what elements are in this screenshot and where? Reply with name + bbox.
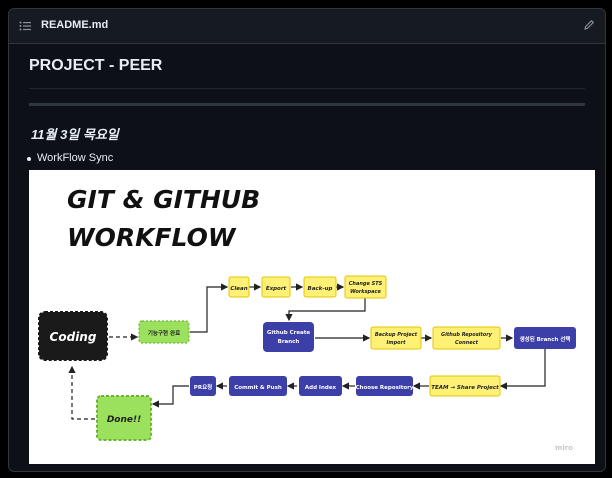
- title-divider: [29, 88, 585, 89]
- workflow-svg: GIT & GITHUB WORKFLOW: [38, 185, 576, 452]
- node-add-index: Add Index: [299, 376, 342, 396]
- file-header: README.md: [9, 9, 605, 44]
- node-add-index-label: Add Index: [305, 385, 337, 391]
- connectors: [68, 283, 546, 420]
- node-pr-request: PR요청: [190, 376, 216, 396]
- node-clean-label: Clean: [230, 286, 247, 292]
- arrow-change-create: [285, 298, 366, 322]
- node-choose-repo-label: Choose Repository: [356, 385, 414, 391]
- node-github-repo-label-2: Connect: [455, 340, 479, 346]
- node-backup: Back-up: [303, 276, 337, 298]
- node-github-create-label-1: Github Create: [267, 330, 311, 336]
- node-github-create: Github Create Branch: [263, 322, 314, 352]
- arrow-done-coding: [68, 365, 95, 420]
- node-done: Done!!: [96, 395, 152, 441]
- node-pr-request-label: PR요청: [194, 383, 212, 391]
- node-change-sts-label-2: Workspace: [350, 289, 381, 295]
- node-coding-label: Coding: [50, 330, 97, 344]
- workflow-diagram: GIT & GITHUB WORKFLOW: [29, 170, 595, 464]
- node-backup-import-label-1: Backup Project: [375, 332, 418, 338]
- readme-panel: README.md PROJECT - PEER 11월 3일 목요일 Work…: [8, 8, 606, 472]
- node-coding: Coding: [38, 311, 108, 361]
- list-icon[interactable]: [19, 20, 31, 32]
- node-export: Export: [261, 276, 291, 298]
- diagram-title-line1: GIT & GITHUB: [67, 185, 260, 214]
- node-team-share: TEAM → Share Project: [429, 375, 501, 397]
- node-feature: 기능구현 완료: [138, 320, 190, 344]
- node-backup-label: Back-up: [308, 286, 333, 292]
- node-backup-import-label-2: Import: [387, 340, 407, 346]
- date-heading: 11월 3일 목요일: [31, 127, 119, 142]
- arrow-pr-done: [151, 385, 189, 408]
- node-backup-import: Backup Project Import: [370, 326, 422, 350]
- list-item: WorkFlow Sync: [26, 152, 114, 164]
- node-commit-push-label: Commit & Push: [234, 385, 282, 391]
- node-select-branch: 생성된 Branch 선택: [514, 327, 576, 349]
- arrow-feature-clean: [190, 283, 229, 333]
- node-team-share-label: TEAM → Share Project: [431, 385, 499, 391]
- page-title: PROJECT - PEER: [29, 57, 163, 74]
- node-choose-repo: Choose Repository: [356, 376, 414, 396]
- horizontal-rule: [29, 103, 585, 106]
- miro-watermark: miro: [555, 444, 573, 452]
- arrow-select-team: [499, 349, 546, 390]
- diagram-title-line2: WORKFLOW: [67, 223, 237, 252]
- pencil-icon[interactable]: [583, 19, 595, 31]
- node-change-sts-label-1: Change STS: [349, 281, 383, 287]
- node-github-create-label-2: Branch: [278, 339, 300, 345]
- node-export-label: Export: [266, 286, 287, 292]
- node-github-repo-label-1: Github Repository: [441, 332, 493, 338]
- node-select-branch-label: 생성된 Branch 선택: [520, 335, 571, 343]
- readme-content: PROJECT - PEER 11월 3일 목요일 WorkFlow Sync …: [9, 44, 605, 471]
- file-name[interactable]: README.md: [41, 19, 109, 31]
- node-done-label: Done!!: [107, 415, 141, 425]
- node-github-repo: Github Repository Connect: [432, 326, 501, 350]
- node-change-sts: Change STS Workspace: [344, 275, 387, 299]
- node-feature-label: 기능구현 완료: [148, 329, 180, 337]
- node-clean: Clean: [228, 276, 250, 298]
- node-commit-push: Commit & Push: [229, 376, 287, 396]
